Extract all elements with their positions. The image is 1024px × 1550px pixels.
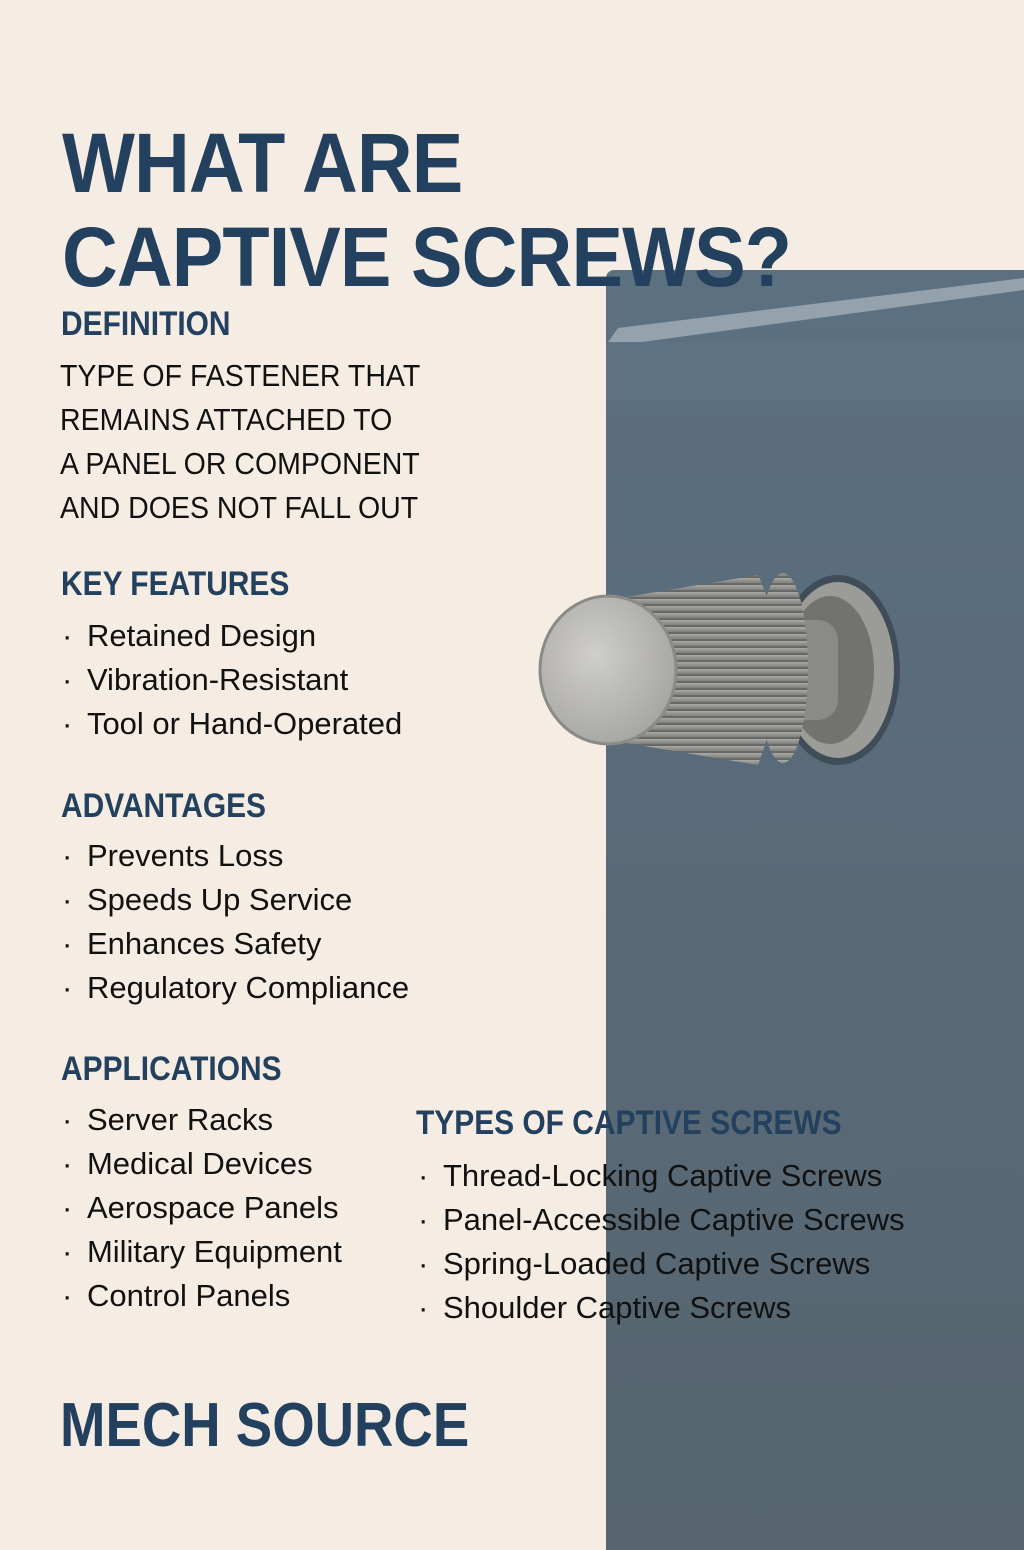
metal-panel — [606, 270, 1024, 1550]
list-item: Thread-Locking Captive Screws — [418, 1154, 905, 1198]
list-item: Vibration-Resistant — [62, 658, 402, 702]
list-item: Military Equipment — [62, 1230, 342, 1274]
definition-heading: DEFINITION — [61, 305, 231, 343]
list-item: Tool or Hand-Operated — [62, 702, 402, 746]
list-item: Regulatory Compliance — [62, 966, 409, 1010]
panel-edge — [606, 278, 1024, 400]
list-item: Retained Design — [62, 614, 402, 658]
key-features-heading: KEY FEATURES — [61, 565, 290, 603]
list-item: Prevents Loss — [62, 834, 409, 878]
list-item: Panel-Accessible Captive Screws — [418, 1198, 905, 1242]
captive-screw-image — [538, 573, 900, 765]
list-item: Shoulder Captive Screws — [418, 1286, 905, 1330]
definition-text: TYPE OF FASTENER THAT REMAINS ATTACHED T… — [60, 358, 421, 525]
list-item: Control Panels — [62, 1274, 342, 1318]
key-features-list: Retained Design Vibration-Resistant Tool… — [62, 614, 402, 746]
types-list: Thread-Locking Captive Screws Panel-Acce… — [418, 1154, 905, 1330]
list-item: Aerospace Panels — [62, 1186, 342, 1230]
list-item: Speeds Up Service — [62, 878, 409, 922]
list-item: Spring-Loaded Captive Screws — [418, 1242, 905, 1286]
list-item: Medical Devices — [62, 1142, 342, 1186]
brand-logo: MECH SOURCE — [60, 1391, 470, 1460]
list-item: Enhances Safety — [62, 922, 409, 966]
applications-list: Server Racks Medical Devices Aerospace P… — [62, 1098, 342, 1318]
advantages-heading: ADVANTAGES — [61, 787, 267, 825]
types-heading: TYPES OF CAPTIVE SCREWS — [416, 1104, 842, 1142]
applications-heading: APPLICATIONS — [61, 1050, 282, 1088]
list-item: Server Racks — [62, 1098, 342, 1142]
advantages-list: Prevents Loss Speeds Up Service Enhances… — [62, 834, 409, 1010]
